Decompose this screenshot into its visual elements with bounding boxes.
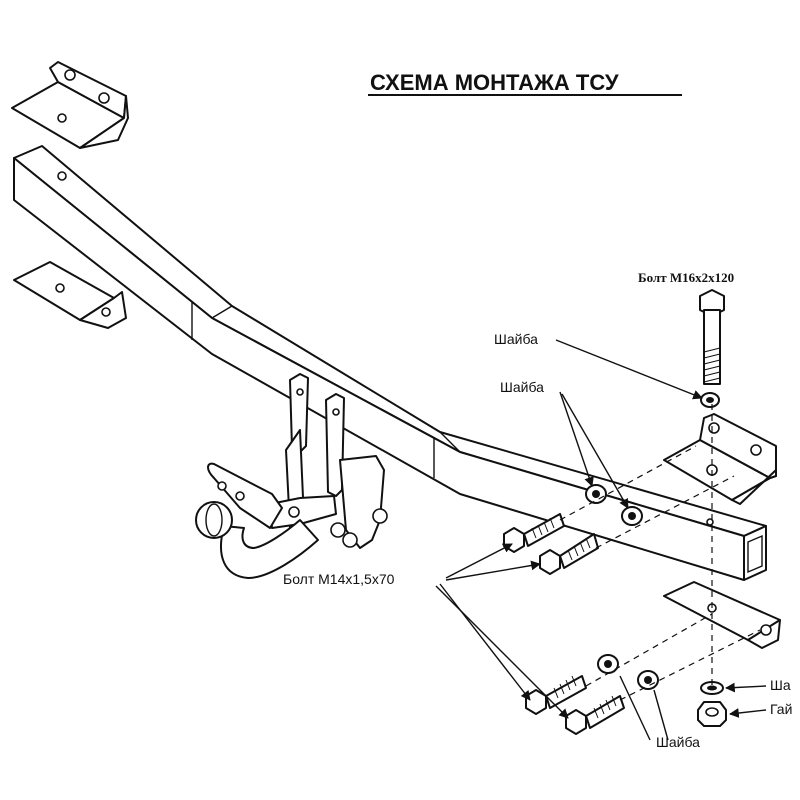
label-washer-right: Ша: [770, 677, 791, 693]
label-bolt-m16: Болт М16х2х120: [638, 270, 734, 285]
bolt-m16: [699, 289, 725, 385]
leader-lines: [435, 339, 767, 741]
bracket-top-left: [11, 61, 129, 149]
diagram-title: СХЕМА МОНТАЖА ТСУ: [370, 70, 619, 95]
washers-lower: [597, 654, 659, 690]
bracket-left-lower: [13, 261, 127, 329]
label-washer-2: Шайба: [500, 379, 544, 395]
washers-beam: [585, 484, 643, 526]
bracket-right-upper: [663, 413, 777, 505]
bracket-right-lower: [663, 581, 781, 649]
label-washer-bottom: Шайба: [656, 734, 700, 750]
washer-top: [700, 392, 720, 408]
tow-bar-beam: [13, 145, 767, 581]
hitch-mount-plates: [269, 373, 388, 549]
label-washer-1: Шайба: [494, 331, 538, 347]
tow-ball-hook: [195, 462, 319, 579]
nut-right: [697, 701, 727, 727]
label-nut-right: Гай: [770, 701, 792, 717]
bolts-m14-lower: [525, 675, 625, 735]
label-bolt-m14: Болт М14х1,5х70: [283, 571, 395, 587]
alignment-lines: [559, 404, 761, 701]
